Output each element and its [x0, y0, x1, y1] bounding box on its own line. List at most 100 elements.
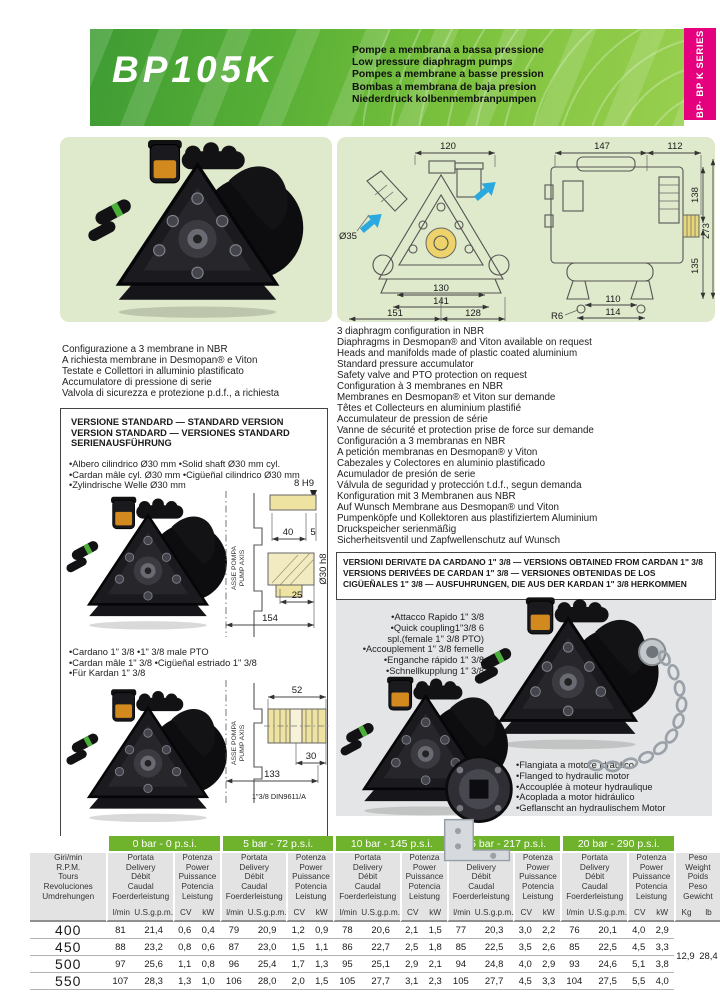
- value-cell: 2,0: [286, 973, 310, 990]
- value-cell: 1,5: [423, 922, 447, 939]
- value-cell: 28,3: [134, 973, 173, 990]
- unit-cv: CV: [399, 905, 424, 922]
- rpm-cell: 550: [30, 973, 107, 990]
- quick-coupling-bullets: •Attacco Rapido 1" 3/8 •Quick coupling1"…: [362, 612, 484, 676]
- value-cell: 1,1: [172, 956, 197, 973]
- value-cell: 79: [219, 922, 248, 939]
- pressure-header: 0 bar - 0 p.s.i.: [106, 836, 220, 853]
- value-cell: 105: [333, 973, 362, 990]
- dim-40: 40: [283, 527, 294, 538]
- value-cell: 3,3: [650, 939, 674, 956]
- shaft-drawing-cylindrical: 8 H9 ASSE POMPA PUMP AXIS 40 5 Ø30 h8 25…: [225, 478, 329, 637]
- value-cell: 22,5: [588, 939, 627, 956]
- value-cell: 1,3: [309, 956, 334, 973]
- value-cell: 28,0: [247, 973, 287, 990]
- unit-gpm: U.S.g.p.m.: [247, 905, 287, 922]
- rpm-header: Giri/min R.P.M. Tours Revoluciones Umdre…: [30, 853, 107, 905]
- dimension-drawing: 120 Ø35 130 141 151 128 147 112 138: [339, 141, 715, 322]
- features-spanish: Configuración a 3 membranas en NBR A pet…: [337, 436, 582, 491]
- standard-shaft-bullets: •Albero cilindrico Ø30 mm •Solid shaft Ø…: [69, 459, 300, 491]
- dim-120: 120: [440, 141, 456, 152]
- value-cell: 107: [106, 973, 135, 990]
- value-cell: 3,5: [513, 939, 537, 956]
- hydraulic-flange: [445, 755, 513, 823]
- rpm-cell: 400: [30, 922, 107, 939]
- value-cell: 3,8: [650, 956, 674, 973]
- standard-cardan-bullets: •Cardano 1" 3/8 •1" 3/8 male PTO •Cardan…: [69, 647, 257, 679]
- unit-gpm: U.S.g.p.m.: [588, 905, 627, 922]
- value-cell: 94: [446, 956, 475, 973]
- value-cell: 81: [106, 922, 135, 939]
- features-english: 3 diaphragm configuration in NBR Diaphra…: [337, 326, 592, 381]
- unit-lmin: l/min: [106, 905, 135, 922]
- value-cell: 4,0: [513, 956, 537, 973]
- value-cell: 27,7: [361, 973, 400, 990]
- pump-photo-hydraulic-flange: [338, 676, 513, 862]
- value-cell: 5,1: [626, 956, 651, 973]
- delivery-header: Portata Delivery Débit Caudal Foerderlei…: [219, 853, 287, 905]
- dim-114: 114: [605, 307, 620, 318]
- dim-112: 112: [667, 141, 682, 152]
- value-cell: 77: [446, 922, 475, 939]
- value-cell: 1,3: [172, 973, 197, 990]
- value-cell: 4,0: [626, 922, 651, 939]
- value-cell: 4,5: [626, 939, 651, 956]
- dim-30: 30: [306, 751, 317, 762]
- table-corner: [673, 836, 720, 853]
- value-cell: 20,9: [247, 922, 287, 939]
- header-banner: [90, 29, 684, 126]
- cardan-versions-title: VERSIONI DERIVATE DA CARDANO 1" 3/8 — VE…: [343, 557, 703, 589]
- delivery-header: Portata Delivery Débit Caudal Foerderlei…: [333, 853, 400, 905]
- value-cell: 1,5: [286, 939, 310, 956]
- unit-gpm: U.S.g.p.m.: [134, 905, 173, 922]
- dim-273: 273: [701, 223, 712, 239]
- value-cell: 0,6: [196, 939, 220, 956]
- power-header: Potenza Power Puissance Potencia Leistun…: [172, 853, 220, 905]
- rpm-cell: 500: [30, 956, 107, 973]
- unit-cv: CV: [286, 905, 310, 922]
- value-cell: 2,9: [399, 956, 424, 973]
- value-cell: 0,6: [172, 922, 197, 939]
- dim-52: 52: [292, 685, 303, 696]
- table-corner: [30, 836, 107, 853]
- dim-8h9: 8 H9: [294, 478, 314, 489]
- dim-151: 151: [387, 308, 403, 319]
- pump-photo-standard-2: [64, 688, 229, 824]
- unit-cv: CV: [513, 905, 537, 922]
- unit-cv: CV: [172, 905, 197, 922]
- value-cell: 76: [560, 922, 589, 939]
- power-header: Potenza Power Puissance Potencia Leistun…: [626, 853, 674, 905]
- delivery-header: Portata Delivery Débit Caudal Foerderlei…: [560, 853, 627, 905]
- value-cell: 2,2: [536, 922, 561, 939]
- value-cell: 25,6: [134, 956, 173, 973]
- dim-130: 130: [433, 283, 449, 294]
- value-cell: 106: [219, 973, 248, 990]
- value-cell: 2,9: [536, 956, 561, 973]
- dim-dia30h8: Ø30 h8: [318, 553, 329, 584]
- value-cell: 1,2: [286, 922, 310, 939]
- unit-gpm: U.S.g.p.m.: [361, 905, 400, 922]
- value-cell: 23,2: [134, 939, 173, 956]
- value-cell: 1,0: [196, 973, 220, 990]
- side-view: 147 112 138 273 135 110 R6 114: [544, 141, 715, 322]
- value-cell: 20,1: [588, 922, 627, 939]
- value-cell: 0,4: [196, 922, 220, 939]
- value-cell: 23,0: [247, 939, 287, 956]
- value-cell: 25,4: [247, 956, 287, 973]
- unit-kw: kW: [423, 905, 447, 922]
- value-cell: 2,1: [423, 956, 447, 973]
- dim-154: 154: [262, 613, 278, 624]
- pressure-header: 10 bar - 145 p.s.i.: [333, 836, 447, 853]
- dim-128: 128: [465, 308, 481, 319]
- pump-photo-standard-1: [64, 495, 229, 631]
- value-cell: 78: [333, 922, 362, 939]
- value-cell: 20,3: [474, 922, 514, 939]
- features-french: Configuration à 3 membranes en NBR Membr…: [337, 381, 594, 436]
- axis-label-it: ASSE POMPA: [231, 546, 238, 591]
- pressure-header: 15 bar - 217 p.s.i.: [446, 836, 561, 853]
- value-cell: 2,6: [536, 939, 561, 956]
- unit-lmin: l/min: [560, 905, 589, 922]
- value-cell: 4,5: [513, 973, 537, 990]
- power-header: Potenza Power Puissance Potencia Leistun…: [399, 853, 447, 905]
